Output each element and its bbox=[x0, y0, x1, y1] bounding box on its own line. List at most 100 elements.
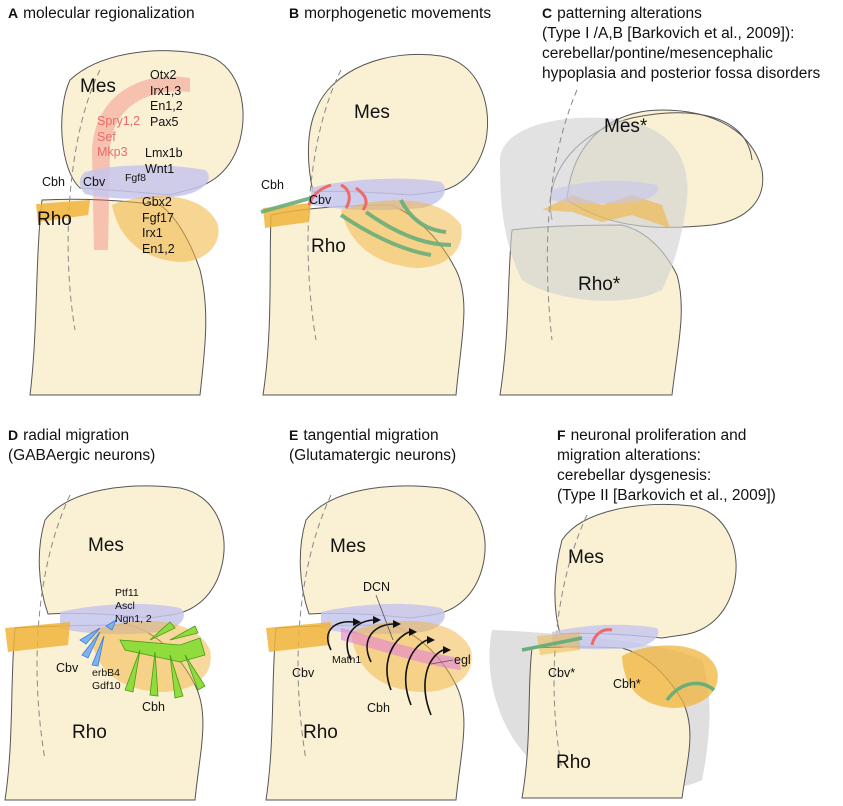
label-mes-a: Mes bbox=[80, 76, 116, 97]
gene-gdf10: Gdf10 bbox=[92, 680, 121, 692]
green-radial-arrows bbox=[119, 621, 206, 699]
cerebellum-remnant bbox=[542, 195, 670, 228]
gene-list-top-d: Ptf11 Ascl Ngn1, 2 bbox=[115, 587, 152, 626]
panel-a-embryo bbox=[29, 50, 244, 396]
panel-f-embryo bbox=[489, 503, 737, 799]
mesencephalon-shape bbox=[38, 485, 225, 619]
black-arrowheads bbox=[353, 616, 451, 654]
label-cbv-d: Cbv bbox=[56, 661, 79, 675]
panel-b-embryo bbox=[260, 53, 488, 396]
gene-list-mid: Otx2 Irx1,3 En1,2 Pax5 bbox=[150, 68, 183, 130]
cerebellum-vermis-e bbox=[266, 622, 331, 652]
gene-en12-rho: En1,2 bbox=[142, 241, 175, 256]
gene-list-red: Spry1,2 Sef Mkp3 bbox=[97, 114, 140, 161]
label-cbv-a: Cbv bbox=[83, 175, 106, 189]
panel-e-embryo bbox=[265, 485, 486, 801]
label-cbv-b: Cbv bbox=[309, 193, 332, 207]
mesencephalon-shape bbox=[299, 485, 486, 619]
label-mes-f: Mes bbox=[568, 547, 604, 568]
cerebellum-hemisphere bbox=[90, 620, 211, 692]
panel-c-title-line-2: (Type I /A,B [Barkovich et al., 2009]): bbox=[542, 25, 795, 42]
panel-e-title-line-1: tangential migration bbox=[303, 427, 439, 444]
gene-ascl: Ascl bbox=[115, 600, 135, 612]
panel-c-title-line-4: hypoplasia and posterior fossa disorders bbox=[542, 65, 821, 82]
panel-f-title-line-2: migration alterations: bbox=[557, 447, 701, 464]
green-movement-arrows bbox=[260, 196, 452, 257]
gene-erbb4: erbB4 bbox=[92, 667, 121, 679]
label-rho-a: Rho bbox=[37, 209, 72, 230]
cerebellum-vermis-a bbox=[36, 200, 90, 222]
green-arrows-f bbox=[521, 636, 716, 702]
blue-radial-arrows bbox=[79, 619, 117, 667]
panel-f-title-line-4: (Type II [Barkovich et al., 2009]) bbox=[557, 487, 776, 504]
panel-c-embryo bbox=[499, 89, 764, 396]
gene-pax5: Pax5 bbox=[150, 114, 179, 129]
label-mes-c: Mes* bbox=[604, 116, 648, 137]
cerebellum-vermis-d bbox=[5, 622, 70, 652]
label-cbh-d: Cbh bbox=[142, 700, 165, 714]
panel-c-title-line-3: cerebellar/pontine/mesencephalic bbox=[542, 45, 773, 62]
gene-mkp3: Mkp3 bbox=[97, 145, 128, 159]
panel-a-title-text: molecular regionalization bbox=[23, 5, 195, 22]
label-mes-d: Mes bbox=[88, 535, 124, 556]
label-fgf8: Fgf8 bbox=[125, 172, 147, 184]
red-movement-arrows bbox=[307, 183, 368, 211]
panel-d-title-line-2: (GABAergic neurons) bbox=[8, 447, 156, 464]
gene-lmx1b: Lmx1b bbox=[145, 146, 183, 160]
label-mes-e: Mes bbox=[330, 536, 366, 557]
panel-f-title-line-1: neuronal proliferation and bbox=[570, 427, 747, 444]
label-rho-e: Rho bbox=[303, 722, 338, 743]
gene-otx2: Otx2 bbox=[150, 68, 177, 82]
egl-pointer bbox=[430, 659, 454, 665]
gene-fgf17: Fgf17 bbox=[142, 210, 174, 225]
panel-b-title-text: morphogenetic movements bbox=[304, 5, 492, 22]
gene-en12: En1,2 bbox=[150, 99, 183, 113]
label-cbv-f: Cbv* bbox=[548, 666, 576, 680]
panel-d-title-line-1: radial migration bbox=[23, 427, 130, 444]
dcn-pointer bbox=[375, 594, 394, 641]
gene-list-bottom-d: erbB4 Gdf10 bbox=[92, 667, 121, 693]
label-rho-f: Rho bbox=[556, 752, 591, 773]
mesencephalon-shape bbox=[307, 53, 488, 196]
gene-gbx2: Gbx2 bbox=[142, 195, 172, 209]
gene-spry12: Spry1,2 bbox=[97, 114, 141, 128]
panel-c-title-line-1: patterning alterations bbox=[557, 5, 702, 22]
black-tangential-arrows bbox=[327, 619, 444, 716]
isthmus-shape bbox=[79, 165, 209, 199]
midline-dashed bbox=[36, 494, 71, 761]
panel-e-title-line-2: (Glutamatergic neurons) bbox=[289, 447, 457, 464]
label-cbv-e: Cbv bbox=[292, 666, 315, 680]
panel-c-letter: C bbox=[542, 5, 553, 21]
label-mes-b: Mes bbox=[354, 102, 390, 123]
gene-irx1: Irx1 bbox=[142, 226, 163, 240]
label-rho-b: Rho bbox=[311, 236, 346, 257]
gene-ptf11: Ptf11 bbox=[115, 587, 139, 599]
label-rho-d: Rho bbox=[72, 722, 107, 743]
mesencephalon-shape bbox=[61, 50, 244, 196]
label-cbh-b: Cbh bbox=[261, 178, 284, 192]
isthmus-remnant bbox=[552, 180, 659, 204]
panel-e-letter: E bbox=[289, 427, 299, 443]
midline-dashed bbox=[297, 494, 332, 761]
gene-ngn12: Ngn1, 2 bbox=[115, 613, 152, 625]
gene-irx13: Irx1,3 bbox=[150, 83, 182, 98]
magenta-stream bbox=[341, 628, 461, 670]
label-cbh-a: Cbh bbox=[42, 175, 65, 189]
red-arrow-f bbox=[590, 628, 613, 646]
gene-sef: Sef bbox=[97, 129, 116, 144]
gene-list-rho: Gbx2 Fgf17 Irx1 En1,2 bbox=[142, 195, 175, 257]
panel-a-letter: A bbox=[8, 5, 19, 21]
mesencephalon-shape bbox=[554, 503, 737, 639]
panel-d-embryo bbox=[4, 485, 225, 801]
